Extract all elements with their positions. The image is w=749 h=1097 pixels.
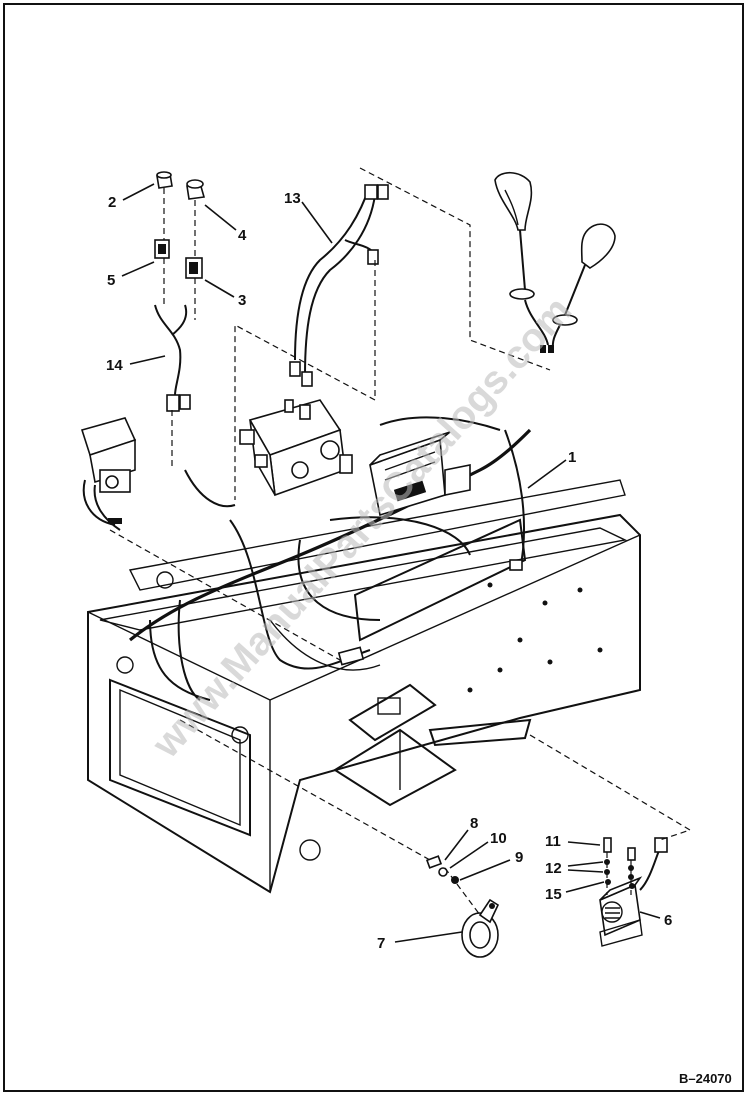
horn-hardware: [425, 855, 459, 884]
callout-7: 7: [377, 935, 385, 952]
switch-harness-14: [154, 304, 191, 412]
solenoid-valve-block: [239, 399, 353, 497]
callout-8: 8: [470, 815, 478, 832]
callout-1: 1: [568, 449, 576, 466]
watermark-text: www.ManualPartsCatalogs.com: [143, 288, 580, 766]
drawing-reference-number: B–24070: [679, 1071, 732, 1086]
control-module: [369, 431, 471, 517]
harness-13: [289, 184, 389, 387]
callout-9: 9: [515, 849, 523, 866]
callout-5: 5: [107, 272, 115, 289]
assembly-lines: [109, 167, 692, 916]
callout-leaders: [121, 183, 661, 943]
drawing-border: [3, 3, 744, 1092]
callout-12: 12: [545, 860, 562, 877]
callout-15: 15: [545, 886, 562, 903]
callout-10: 10: [490, 830, 507, 847]
main-wire-harness: [129, 416, 532, 701]
callout-4: 4: [238, 227, 247, 244]
callout-11: 11: [545, 833, 561, 850]
callout-2: 2: [108, 194, 116, 211]
left-solenoid-assembly: [80, 417, 137, 531]
machine-frame: [87, 479, 641, 894]
callout-3: 3: [238, 292, 246, 309]
rocker-switches: [154, 239, 203, 279]
joystick-handles: [494, 171, 616, 353]
switch-caps: [156, 171, 206, 200]
frame-bolt-holes: [116, 571, 603, 861]
callout-13: 13: [284, 190, 301, 207]
backup-alarm: [599, 837, 668, 947]
callout-numbers: 1 2 3 4 5 6 7 8 9 10 11 12 13 14 15: [106, 190, 672, 952]
callout-6: 6: [664, 912, 672, 929]
callout-14: 14: [106, 357, 123, 374]
horn: [461, 898, 500, 958]
